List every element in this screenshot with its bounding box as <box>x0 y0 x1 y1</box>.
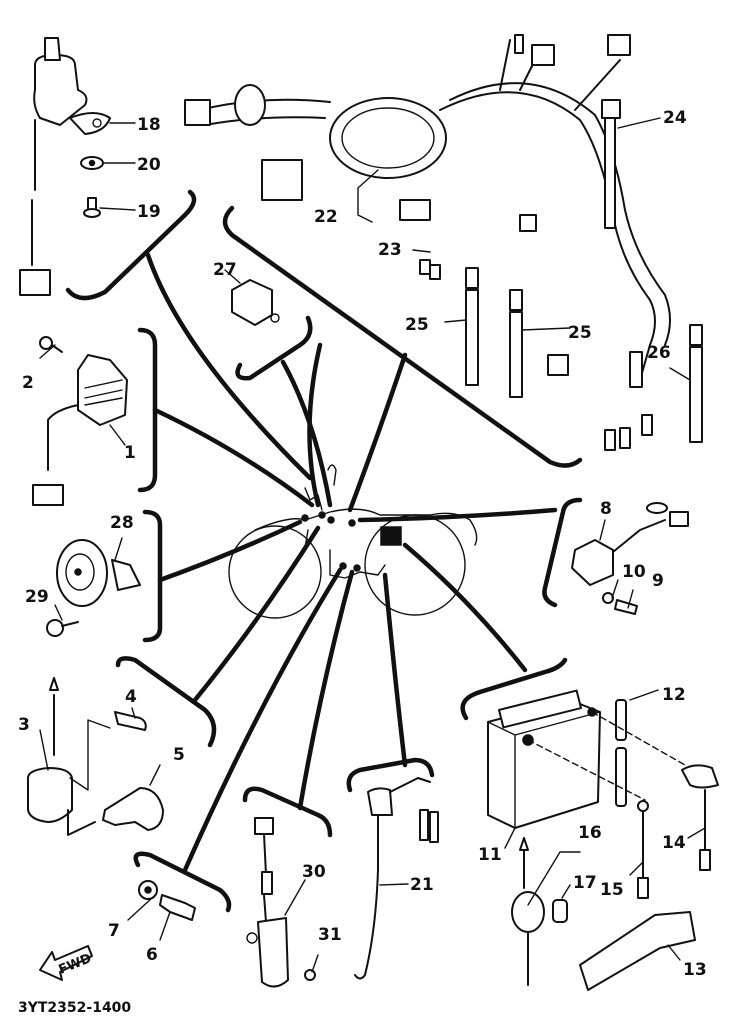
callout-8: 8 <box>600 499 612 519</box>
callout-5: 5 <box>173 745 185 765</box>
callout-18: 18 <box>137 115 161 135</box>
callout-2: 2 <box>22 373 34 393</box>
callout-9: 9 <box>652 571 664 591</box>
callout-6: 6 <box>146 945 158 965</box>
callout-26: 26 <box>647 343 671 363</box>
callout-28: 28 <box>110 513 134 533</box>
callout-21: 21 <box>410 875 434 895</box>
callout-labels: 18 20 19 27 22 23 24 25 25 26 2 1 28 29 … <box>18 108 707 980</box>
callout-16: 16 <box>578 823 602 843</box>
callout-19: 19 <box>137 202 161 222</box>
horn-group <box>46 539 141 637</box>
drawing-number: 3YT2352-1400 <box>18 1000 131 1016</box>
callout-30: 30 <box>302 862 326 882</box>
ignition-coil-group <box>27 677 164 836</box>
flasher-relay-group <box>231 279 280 326</box>
main-switch-group <box>19 37 111 296</box>
switch-assembly-group <box>246 817 316 988</box>
rectifier-group <box>32 336 128 506</box>
switch-6-group <box>138 880 196 921</box>
callout-20: 20 <box>137 155 161 175</box>
callout-3: 3 <box>18 715 30 735</box>
callout-23: 23 <box>378 240 402 260</box>
callout-7: 7 <box>108 921 120 941</box>
callout-10: 10 <box>622 562 646 582</box>
callout-29: 29 <box>25 587 49 607</box>
callout-31: 31 <box>318 925 342 945</box>
callout-1: 1 <box>124 443 136 463</box>
callout-12: 12 <box>662 685 686 705</box>
callout-4: 4 <box>125 687 137 707</box>
callout-13: 13 <box>683 960 707 980</box>
callout-24: 24 <box>663 108 687 128</box>
callout-25a: 25 <box>405 315 429 335</box>
battery-group <box>487 689 719 991</box>
callout-11: 11 <box>478 845 502 865</box>
callout-14: 14 <box>662 833 686 853</box>
frame-silhouette <box>228 464 478 619</box>
callout-15: 15 <box>600 880 624 900</box>
sensor-lead-group <box>354 777 439 980</box>
callout-leaders <box>39 122 706 973</box>
wire-harness-group <box>184 34 703 451</box>
callout-27: 27 <box>213 260 237 280</box>
callout-17: 17 <box>573 873 597 893</box>
starter-relay-group <box>571 502 689 615</box>
callout-25b: 25 <box>568 323 592 343</box>
leader-lines <box>65 189 583 913</box>
battery-location-mark <box>380 526 402 546</box>
callout-22: 22 <box>314 207 338 227</box>
forward-arrow-icon: FWD <box>39 945 94 981</box>
